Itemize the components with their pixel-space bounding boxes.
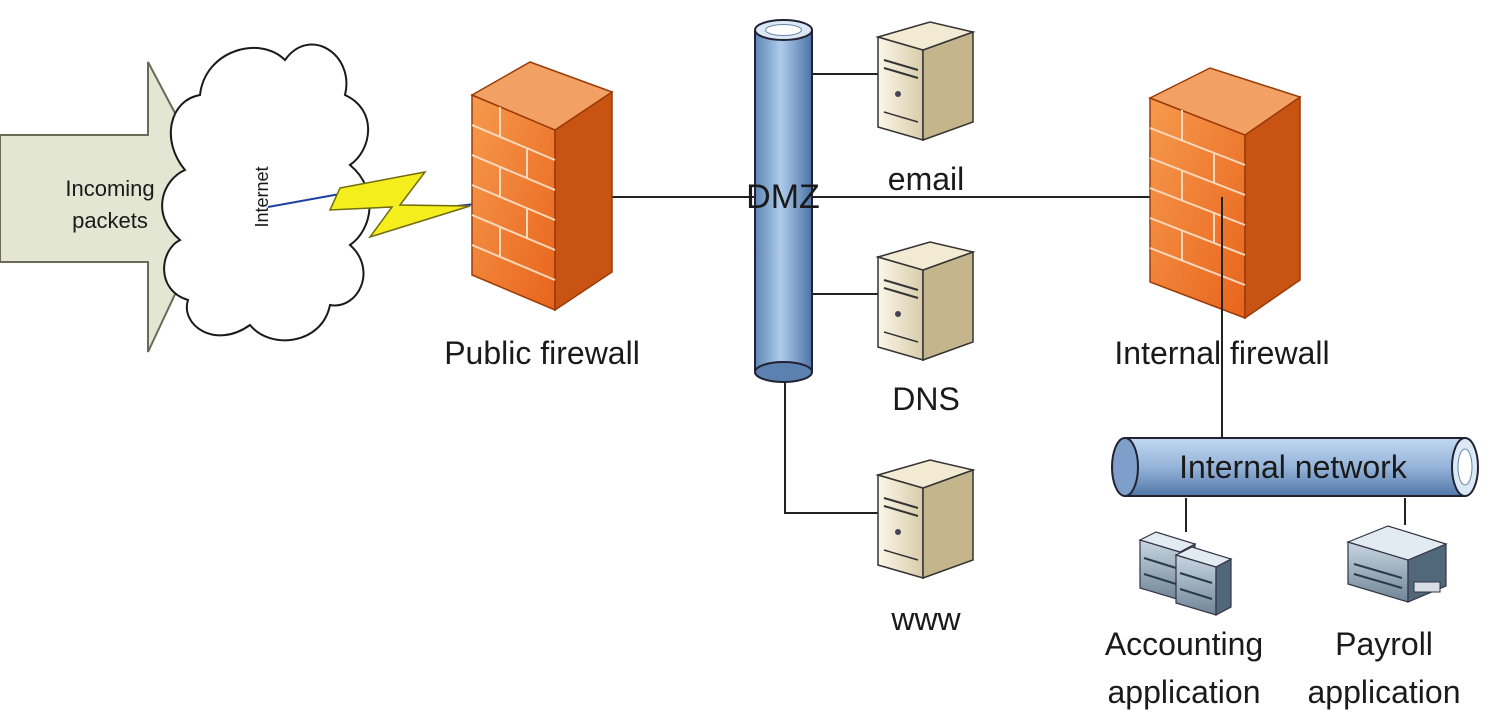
internet-cloud-icon: Internet <box>161 43 371 342</box>
public-firewall-label: Public firewall <box>444 335 640 371</box>
accounting-label-line1: Accounting <box>1105 626 1263 662</box>
internet-label: Internet <box>252 166 272 227</box>
internal-network-pipe: Internal network <box>1111 437 1479 497</box>
accounting-server-icon <box>1138 531 1233 616</box>
accounting-label-line2: application <box>1108 674 1261 710</box>
www-server-label: www <box>890 601 961 637</box>
email-server-label: email <box>888 161 964 197</box>
link-dmz-www <box>784 375 880 514</box>
payroll-label-line2: application <box>1308 674 1461 710</box>
incoming-label-line1: Incoming <box>65 176 154 201</box>
internal-firewall-icon: Internal firewall <box>1114 67 1330 371</box>
public-firewall-icon: Public firewall <box>444 61 640 371</box>
incoming-label-line2: packets <box>72 208 148 233</box>
payroll-label-line1: Payroll <box>1335 626 1433 662</box>
dns-server-label: DNS <box>892 381 960 417</box>
email-server-icon <box>875 21 976 142</box>
dmz-pipe: DMZ <box>746 19 820 383</box>
dmz-label: DMZ <box>746 178 820 216</box>
internal-firewall-label: Internal firewall <box>1114 335 1329 371</box>
internal-network-label: Internal network <box>1179 449 1408 485</box>
dns-server-icon <box>875 241 976 362</box>
www-server-icon <box>875 459 976 580</box>
payroll-server-icon <box>1346 525 1448 603</box>
